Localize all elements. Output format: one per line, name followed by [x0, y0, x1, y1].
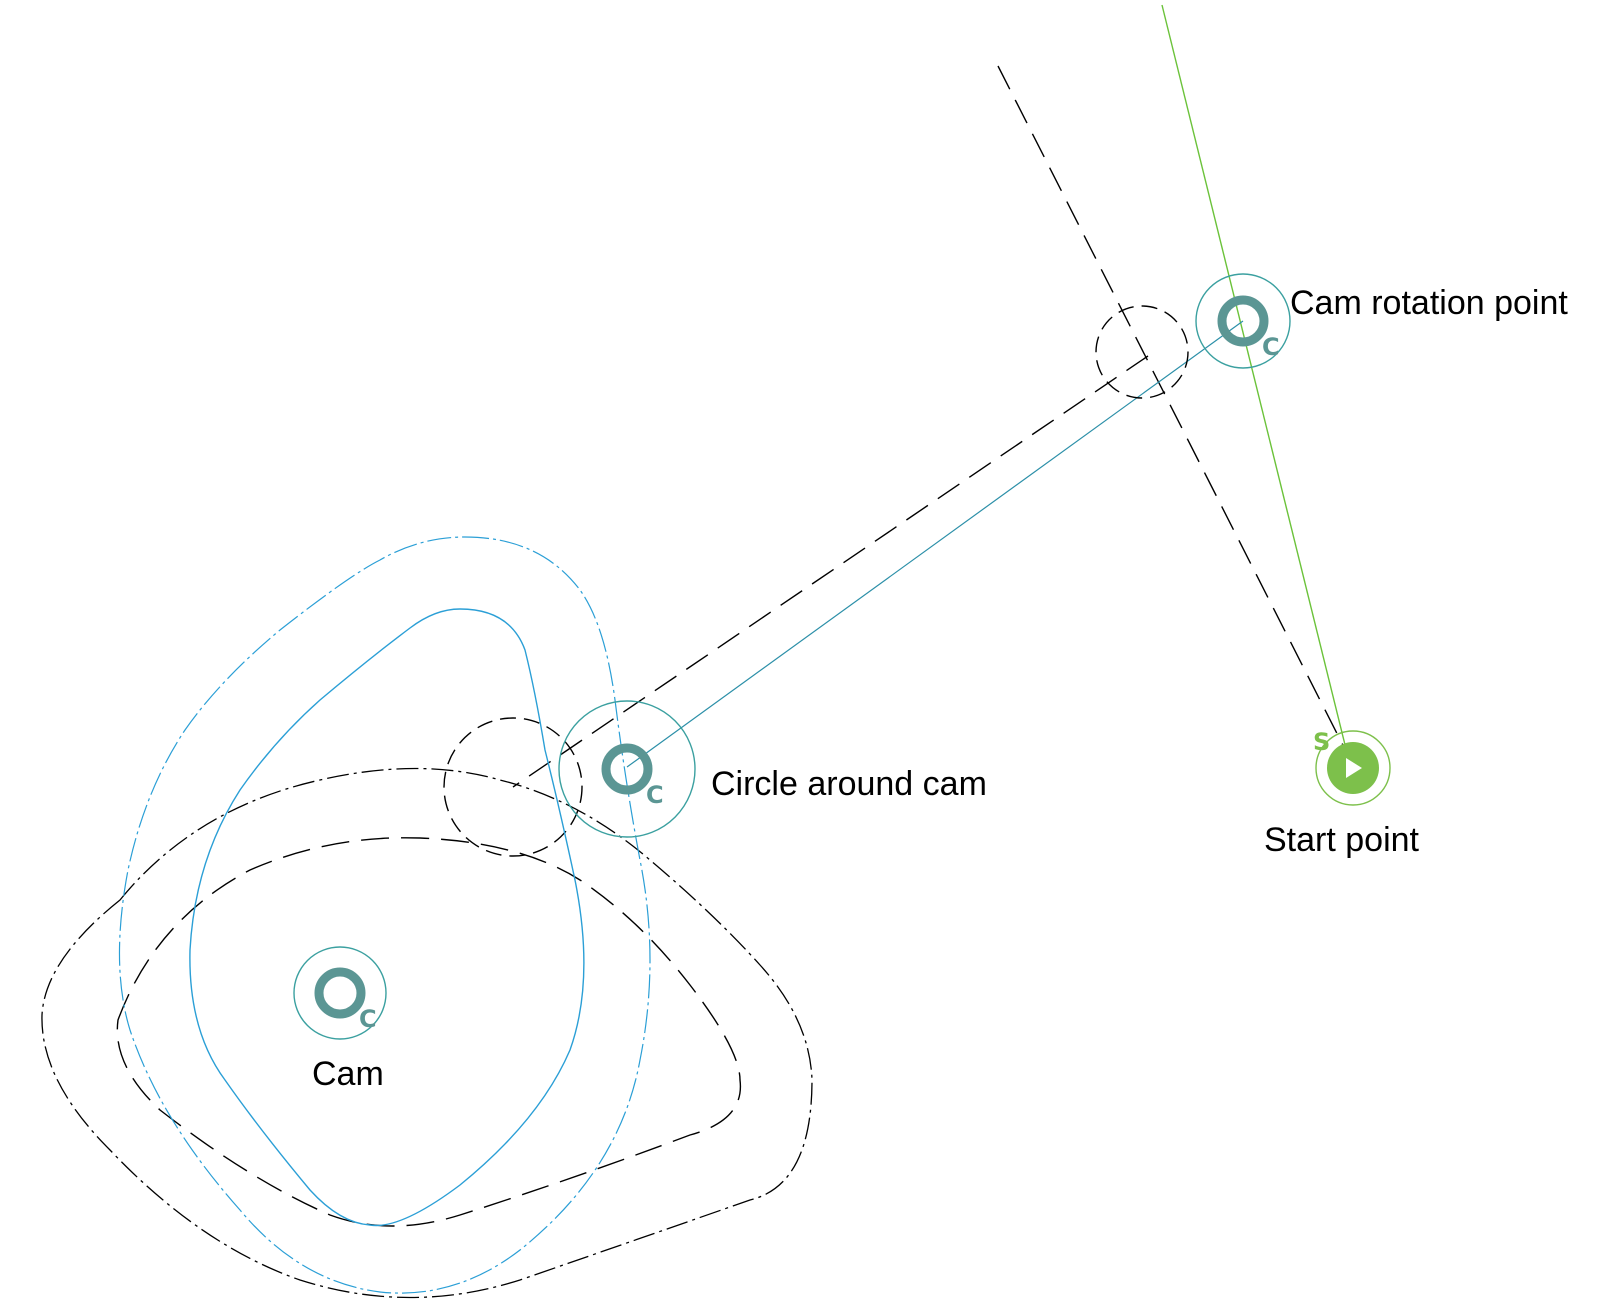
center-point-icon [1217, 295, 1269, 347]
center-letter: C [1262, 333, 1280, 361]
follower-arm-line [626, 320, 1244, 768]
cam-outer-pitch-profile [41, 767, 813, 1299]
center-letter: C [646, 781, 664, 809]
start-direction-line [1161, 4, 1351, 766]
cam-rotation-point-label: Cam rotation point [1290, 284, 1568, 322]
center-point-icon [601, 743, 653, 795]
start-letter: S [1313, 728, 1330, 756]
circle-around-cam-marker[interactable]: C [558, 700, 696, 838]
center-point-icon [314, 967, 366, 1019]
dashed-axis-line [997, 65, 1354, 766]
start-point-marker[interactable]: S [1313, 728, 1391, 806]
cam-center-marker[interactable]: C [293, 946, 387, 1040]
circle-around-cam-label: Circle around cam [711, 765, 987, 803]
dashed-link-line [512, 355, 1149, 788]
cam-profile [189, 608, 585, 1227]
dashed-rotation-circle [1095, 305, 1189, 399]
dashed-follower-circle [443, 717, 583, 857]
cam-outer-offset-profile [118, 536, 651, 1294]
cam-label: Cam [312, 1055, 384, 1093]
start-point-label: Start point [1264, 821, 1419, 859]
cam-dashed-profile [116, 837, 742, 1227]
center-letter: C [359, 1005, 377, 1033]
cam-rotation-point-marker[interactable]: C [1195, 273, 1291, 369]
